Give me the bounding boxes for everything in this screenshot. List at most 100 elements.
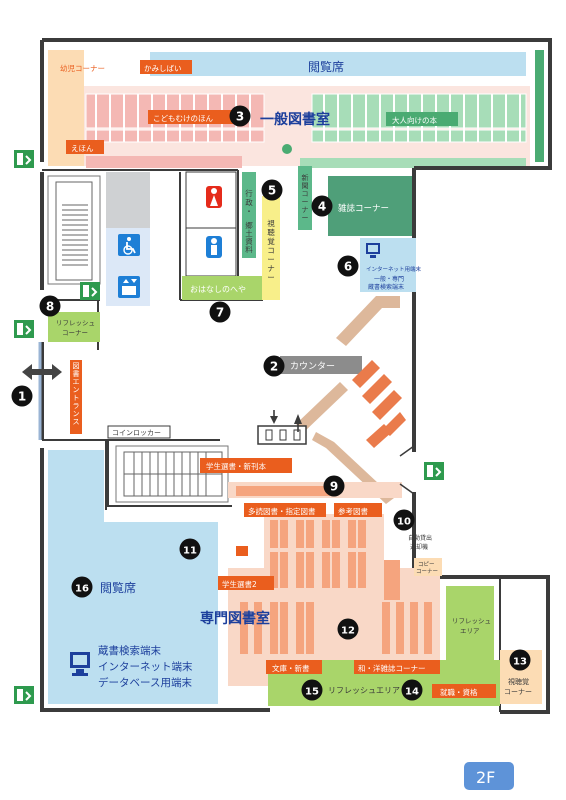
reference-label: 参考図書 [338, 506, 368, 516]
stack-blocks [352, 360, 406, 448]
marker-3: 3 [229, 105, 251, 127]
kodomo-books-label: こどもむけのほん [153, 114, 213, 123]
computer-terminal-icon [70, 652, 90, 676]
reading-seats-top [150, 52, 526, 76]
marker-14: 14 [401, 679, 423, 701]
entrance-label: 図書エントランス [73, 362, 80, 426]
right-wall-shelf [535, 50, 544, 162]
emergency-exit-icon [14, 150, 34, 168]
marker-4: 4 [311, 195, 333, 217]
marker-number: 16 [75, 584, 89, 595]
special-library-label: 専門図書室 [200, 610, 270, 627]
stairs-top-left [47, 175, 101, 285]
inner-walls [42, 166, 501, 712]
marker-number: 10 [397, 517, 411, 528]
av-vertical-label: 視聴覚コーナー [267, 219, 275, 282]
marker-7: 7 [209, 301, 231, 323]
gyosei-label-1: 行政・ [245, 188, 253, 216]
internet-pc-label: インターネット端末 [98, 660, 193, 673]
kamishibai-label: かみしばい [144, 64, 182, 73]
student-2-tag [218, 576, 274, 590]
marker-number: 11 [183, 546, 197, 557]
marker-11: 11 [179, 538, 201, 560]
marker-number: 1 [18, 390, 26, 404]
refresh-area-right [446, 586, 494, 660]
copy-corner-label-2: コーナー [416, 568, 438, 575]
marker-16: 16 [71, 576, 93, 598]
stairs-bottom [115, 445, 229, 503]
magazine-corner [328, 176, 412, 236]
entrance-arrow-icon [22, 364, 62, 380]
av-corner-label-2: コーナー [504, 688, 532, 696]
pillar-dot [282, 144, 292, 154]
newspaper-shelf [298, 166, 312, 230]
entry-gate-icon [257, 410, 307, 445]
multi-copy-tag [244, 503, 326, 517]
marker-number: 15 [305, 687, 319, 698]
coin-locker-label: コインロッカー [112, 429, 161, 437]
ehon-label: えほん [71, 144, 94, 153]
marker-number: 3 [236, 110, 244, 124]
student-new-label: 学生選書・新刊本 [206, 461, 266, 471]
entrance-sign [70, 360, 82, 434]
marker-number: 4 [318, 200, 326, 214]
marker-number: 14 [405, 687, 419, 698]
av-corner-vertical [262, 196, 280, 300]
adult-tag [386, 112, 458, 126]
shuushoku-label: 就職・資格 [440, 687, 478, 697]
bunko-tag [266, 660, 322, 674]
student-new-tag [200, 458, 292, 473]
counter-label-bg [280, 356, 362, 374]
gyosei-label-2: 郷土資料 [245, 221, 253, 254]
kids-corner-label: 幼児コーナー [60, 63, 105, 73]
self-checkout-label-2: 返却機 [410, 543, 428, 551]
new-books-shelf [236, 486, 330, 496]
bottom-shelf-row-green [300, 158, 526, 168]
emergency-exit-icon [424, 462, 444, 480]
marker-6: 6 [337, 255, 359, 277]
wayo-tag [354, 660, 440, 674]
reading-16-label: 閲覧席 [100, 580, 136, 595]
elevator-icon [118, 276, 140, 298]
bottom-shelf-row [86, 156, 242, 168]
floor-badge-label: 2F [476, 768, 495, 787]
marker-5: 5 [261, 179, 283, 201]
marker-number: 8 [46, 300, 54, 314]
marker-9: 9 [323, 475, 345, 497]
newspaper-label: 新聞コーナー [302, 173, 309, 222]
special-shelves [240, 520, 432, 654]
copy-corner [414, 558, 442, 576]
ohanashi-label: おはなしのへや [190, 285, 246, 294]
computer-terminal-icon [366, 243, 380, 258]
refresh-area-label-1: リフレッシュ [452, 617, 491, 625]
marker-8: 8 [39, 295, 61, 317]
reference-tag [334, 503, 382, 517]
marker-number: 12 [341, 626, 355, 637]
refresh-area-label-2: エリア [460, 627, 480, 635]
outer-walls [40, 38, 552, 714]
adult-books-label: 大人向けの本 [392, 115, 437, 125]
ehon-tag [66, 140, 104, 154]
storytelling-room [182, 276, 262, 300]
gyosei-shelf [242, 172, 256, 258]
reading-area-16 [48, 450, 218, 704]
magazine-label: 雑誌コーナー [338, 203, 389, 214]
shuushoku-tag [432, 684, 496, 698]
marker-number: 9 [330, 480, 338, 494]
bunko-label: 文庫・新書 [272, 663, 310, 673]
wayo-magazine-label: 和・洋雑誌コーナー [358, 663, 426, 673]
search-terminal-label-1: 一般・専門 [374, 275, 404, 283]
emergency-exit-icon [14, 320, 34, 338]
student-2-marker [236, 546, 248, 556]
database-pc-label: データベース用端末 [98, 676, 192, 689]
marker-number: 5 [268, 184, 276, 198]
counter-label: カウンター [290, 361, 335, 372]
reading-top-label: 閲覧席 [308, 59, 344, 74]
door-right-a [399, 445, 415, 457]
internet-terminal-label: インターネット用端末 [366, 265, 422, 273]
av-corner-label-1: 視聴覚 [508, 677, 529, 686]
marker-number: 7 [216, 306, 224, 320]
emergency-exit-icon [80, 282, 100, 300]
